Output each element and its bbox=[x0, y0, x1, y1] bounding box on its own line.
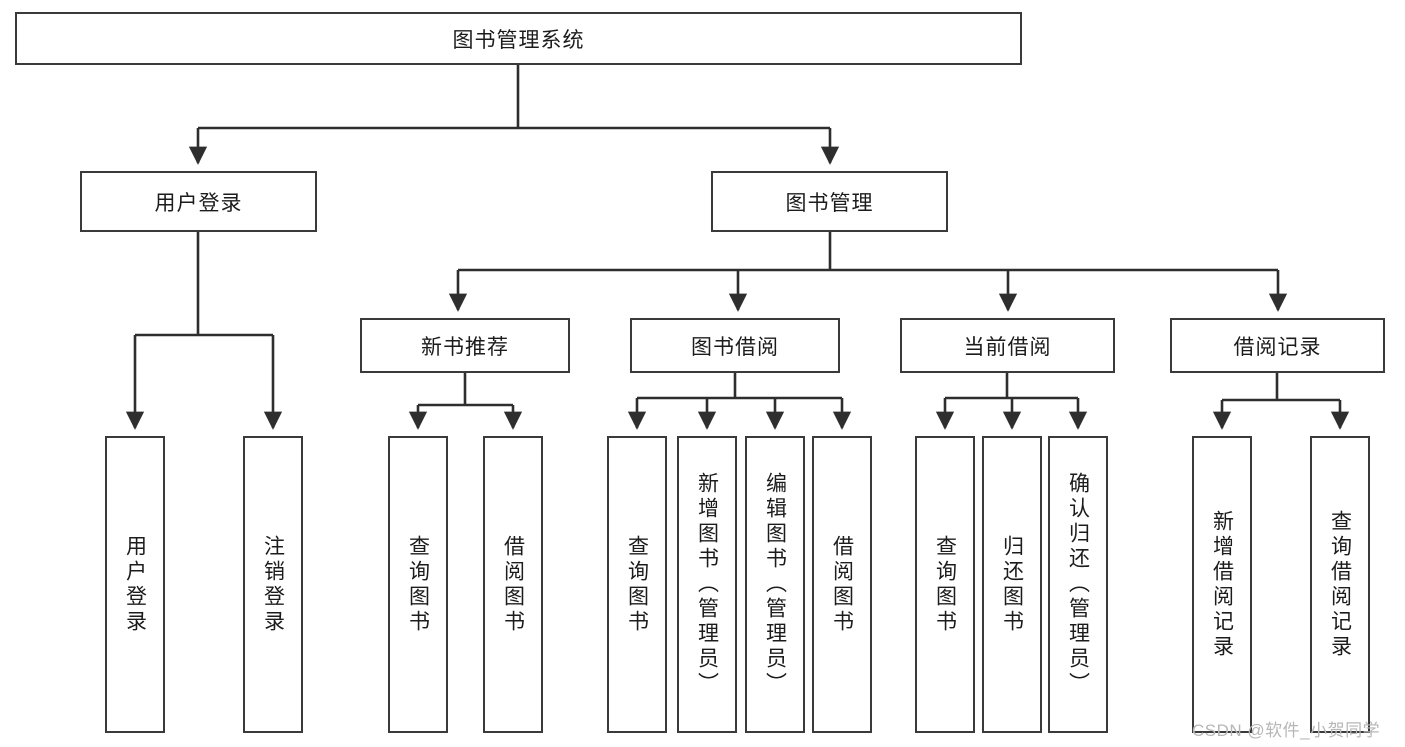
node-label: 归还图书 bbox=[1000, 534, 1024, 635]
node-label: 查询图书 bbox=[406, 534, 430, 635]
node-book-management[interactable]: 图书管理 bbox=[711, 171, 948, 232]
node-user-login[interactable]: 用户登录 bbox=[80, 171, 317, 232]
leaf-current-query-book[interactable]: 查询图书 bbox=[915, 436, 975, 733]
leaf-borrow-query-book[interactable]: 查询图书 bbox=[607, 436, 667, 733]
node-borrow-record[interactable]: 借阅记录 bbox=[1170, 318, 1385, 373]
node-book-borrow[interactable]: 图书借阅 bbox=[630, 318, 840, 373]
node-root[interactable]: 图书管理系统 bbox=[15, 12, 1022, 65]
node-label: 确认归还（管理员） bbox=[1066, 472, 1090, 697]
node-current-borrow[interactable]: 当前借阅 bbox=[900, 318, 1115, 373]
node-label: 查询图书 bbox=[933, 534, 957, 635]
node-label: 新增借阅记录 bbox=[1210, 509, 1234, 660]
leaf-user-login[interactable]: 用户登录 bbox=[105, 436, 165, 733]
node-label: 当前借阅 bbox=[963, 335, 1052, 359]
csdn-watermark: CSDN @软件_小贺同学 bbox=[1192, 721, 1381, 740]
node-new-book-recommend[interactable]: 新书推荐 bbox=[360, 318, 570, 373]
leaf-borrow-add-book[interactable]: 新增图书（管理员） bbox=[677, 436, 737, 733]
leaf-record-add[interactable]: 新增借阅记录 bbox=[1192, 436, 1252, 733]
leaf-borrow-borrow-book[interactable]: 借阅图书 bbox=[812, 436, 872, 733]
node-label: 注销登录 bbox=[261, 534, 285, 635]
node-label: 新增图书（管理员） bbox=[695, 472, 719, 697]
node-label: 查询图书 bbox=[625, 534, 649, 635]
leaf-current-confirm-return[interactable]: 确认归还（管理员） bbox=[1048, 436, 1108, 733]
leaf-user-logout[interactable]: 注销登录 bbox=[243, 436, 303, 733]
leaf-borrow-edit-book[interactable]: 编辑图书（管理员） bbox=[745, 436, 805, 733]
node-label: 编辑图书（管理员） bbox=[763, 472, 787, 697]
leaf-current-return-book[interactable]: 归还图书 bbox=[982, 436, 1042, 733]
node-label: 查询借阅记录 bbox=[1328, 509, 1352, 660]
node-label: 图书借阅 bbox=[691, 335, 779, 359]
node-label: 借阅记录 bbox=[1233, 335, 1322, 359]
node-label: 借阅图书 bbox=[501, 534, 525, 635]
leaf-recommend-borrow-book[interactable]: 借阅图书 bbox=[483, 436, 543, 733]
node-label: 借阅图书 bbox=[830, 534, 854, 635]
node-label: 图书管理 bbox=[785, 191, 874, 215]
leaf-recommend-query-book[interactable]: 查询图书 bbox=[388, 436, 448, 733]
node-label: 用户登录 bbox=[154, 191, 243, 215]
leaf-record-query[interactable]: 查询借阅记录 bbox=[1310, 436, 1370, 733]
node-label: 新书推荐 bbox=[421, 335, 509, 359]
node-label: 图书管理系统 bbox=[452, 28, 585, 52]
node-label: 用户登录 bbox=[123, 534, 147, 635]
